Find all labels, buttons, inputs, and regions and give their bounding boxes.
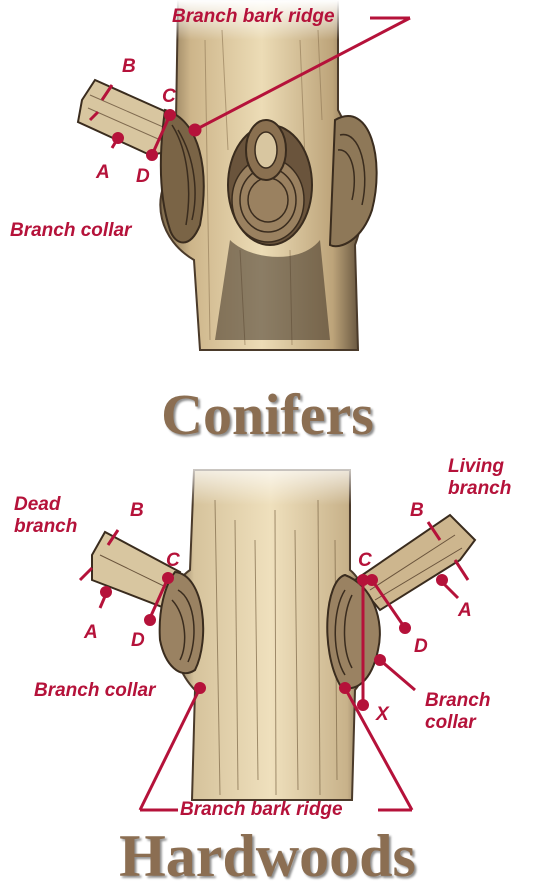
hardwoods-title: Hardwoods: [0, 824, 535, 888]
hardwood-dead-branch-label: Dead branch: [14, 494, 77, 538]
conifer-branch-bark-ridge-label: Branch bark ridge: [172, 6, 335, 28]
conifer-label-b: B: [122, 56, 136, 78]
conifer-label-c: C: [162, 86, 176, 108]
hardwood-label-x: X: [376, 704, 389, 726]
hardwood-label-d-right: D: [414, 636, 428, 658]
hardwood-top-fade: [185, 455, 360, 505]
hardwood-label-a-left: A: [84, 622, 98, 644]
hardwood-branch-bark-ridge-label: Branch bark ridge: [180, 799, 343, 821]
hardwood-label-c-left: C: [166, 550, 180, 572]
hardwood-label-b-left: B: [130, 500, 144, 522]
conifer-label-a: A: [96, 162, 110, 184]
conifer-branch-collar-label: Branch collar: [10, 220, 131, 242]
hardwood-label-c-right: C: [358, 550, 372, 572]
hardwood-living-branch-label: Living branch: [448, 456, 511, 500]
conifers-title: Conifers: [0, 380, 535, 450]
conifer-right-collar: [330, 116, 377, 246]
conifer-label-d: D: [136, 166, 150, 188]
hardwood-branch-collar-right-label: Branch collar: [425, 690, 490, 734]
hardwood-dead-branch: [92, 532, 203, 673]
hardwood-label-a-right: A: [458, 600, 472, 622]
conifer-tree: [78, 0, 377, 350]
hardwood-branch-collar-left-label: Branch collar: [34, 680, 155, 702]
hardwood-label-d-left: D: [131, 630, 145, 652]
hardwood-label-b-right: B: [410, 500, 424, 522]
